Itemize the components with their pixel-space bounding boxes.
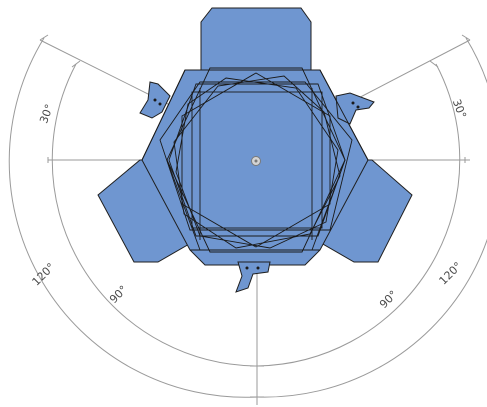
hole-mark <box>356 105 360 109</box>
hole-mark <box>256 266 260 270</box>
right-tab <box>335 92 375 125</box>
construction-outlines <box>141 67 369 253</box>
outline-edge <box>166 159 201 251</box>
arc-tick <box>461 34 471 41</box>
right-diagonal-axis <box>344 39 471 106</box>
outline-edge <box>141 69 186 161</box>
hole-mark <box>351 101 355 105</box>
arc-tick <box>429 60 439 68</box>
left-inner-arc <box>51 63 258 367</box>
angle-label-left-inner: 90° <box>107 283 130 306</box>
angle-label-right-inner: 90° <box>377 288 400 311</box>
angle-label-right-outer: 120° <box>437 260 465 288</box>
outline-edge <box>319 69 369 161</box>
part-flaps <box>97 7 413 293</box>
hole-mark <box>153 98 157 102</box>
outline-oct-1 <box>175 77 339 249</box>
right-inner-arc <box>256 63 461 367</box>
outline-hex-2 <box>168 83 346 237</box>
angle-label-top-right: 30° <box>450 97 469 120</box>
center-mark <box>251 156 261 166</box>
arc-tick <box>39 34 49 41</box>
outline-square <box>191 91 323 229</box>
hole-mark <box>245 266 249 270</box>
bottom-tab <box>235 261 271 293</box>
outline-edge <box>311 159 346 251</box>
outline-poly <box>159 81 353 231</box>
dimension-arcs <box>8 34 487 398</box>
angle-label-top-left: 30° <box>37 102 56 125</box>
tab-details <box>153 98 360 270</box>
outline-hex-3 <box>181 72 331 248</box>
hole-mark <box>158 102 162 106</box>
arc-tick <box>71 60 81 68</box>
center-dot <box>254 159 258 163</box>
left-outer-arc <box>8 37 258 398</box>
right-outer-arc <box>256 37 487 398</box>
outline-oct-2 <box>173 75 341 249</box>
